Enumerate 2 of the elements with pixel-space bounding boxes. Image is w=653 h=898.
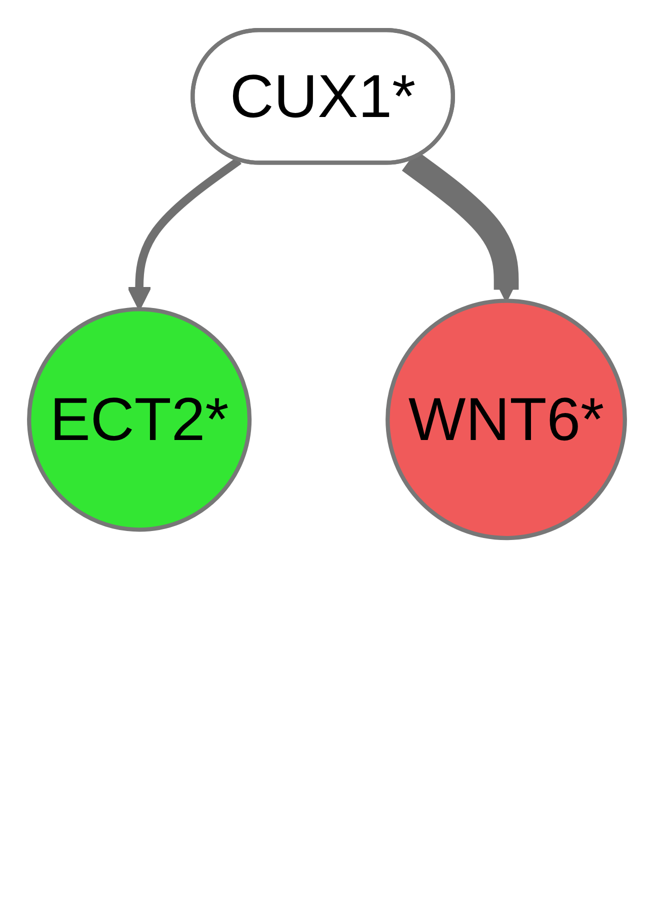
node-circle: ECT2*	[26, 307, 252, 532]
node-circle: WNT6*	[385, 298, 626, 540]
